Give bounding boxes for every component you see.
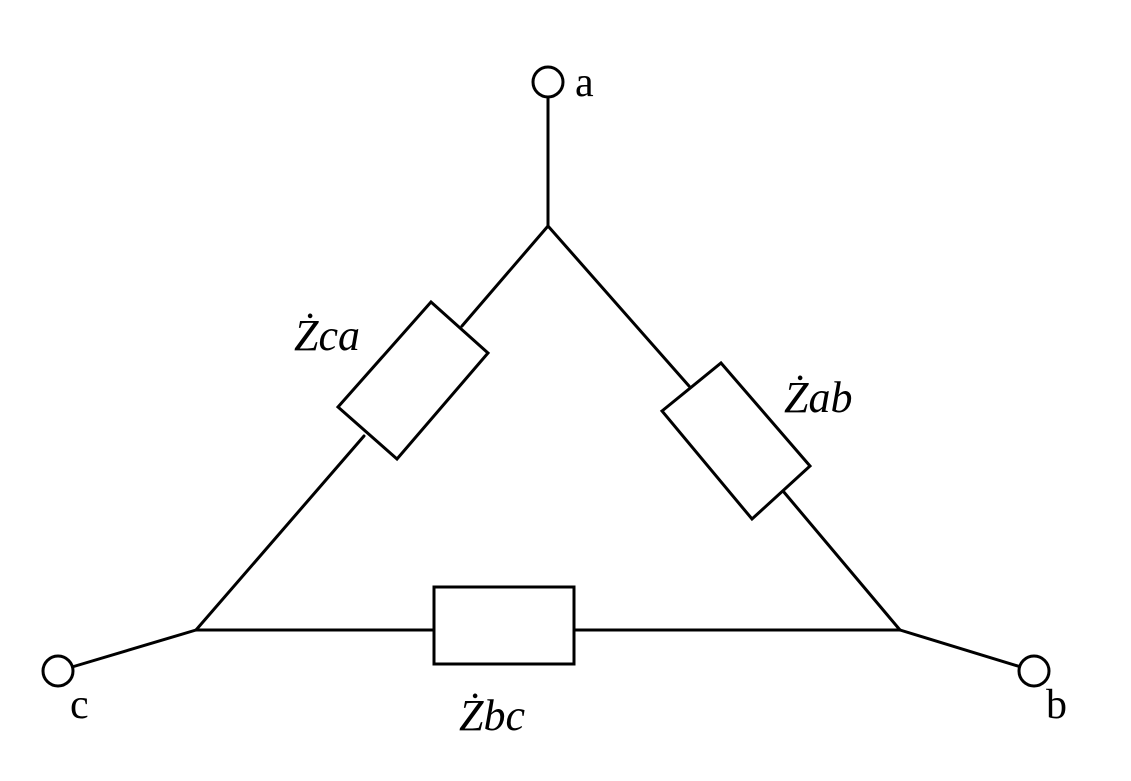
terminal-c <box>41 654 75 688</box>
node-label-c: c <box>70 682 89 728</box>
terminal-b <box>1017 654 1051 688</box>
wire-ab-lower <box>781 489 902 632</box>
impedance-ca-box <box>335 299 491 462</box>
impedance-ab-box <box>659 360 813 522</box>
wire-b-lead <box>898 628 1023 669</box>
node-label-b: b <box>1046 682 1067 728</box>
node-label-a: a <box>575 60 594 106</box>
impedance-label-ab: Żab <box>784 373 852 422</box>
impedance-label-bc: Żbc <box>459 691 525 740</box>
impedance-bc-box <box>432 585 576 666</box>
wire-ab-upper <box>546 224 691 388</box>
wire-ca-upper <box>460 224 550 328</box>
impedance-label-ca: Żca <box>294 311 360 360</box>
wire-ca-lower <box>194 434 366 632</box>
wire-c-lead <box>70 628 198 669</box>
terminal-a <box>531 65 565 99</box>
